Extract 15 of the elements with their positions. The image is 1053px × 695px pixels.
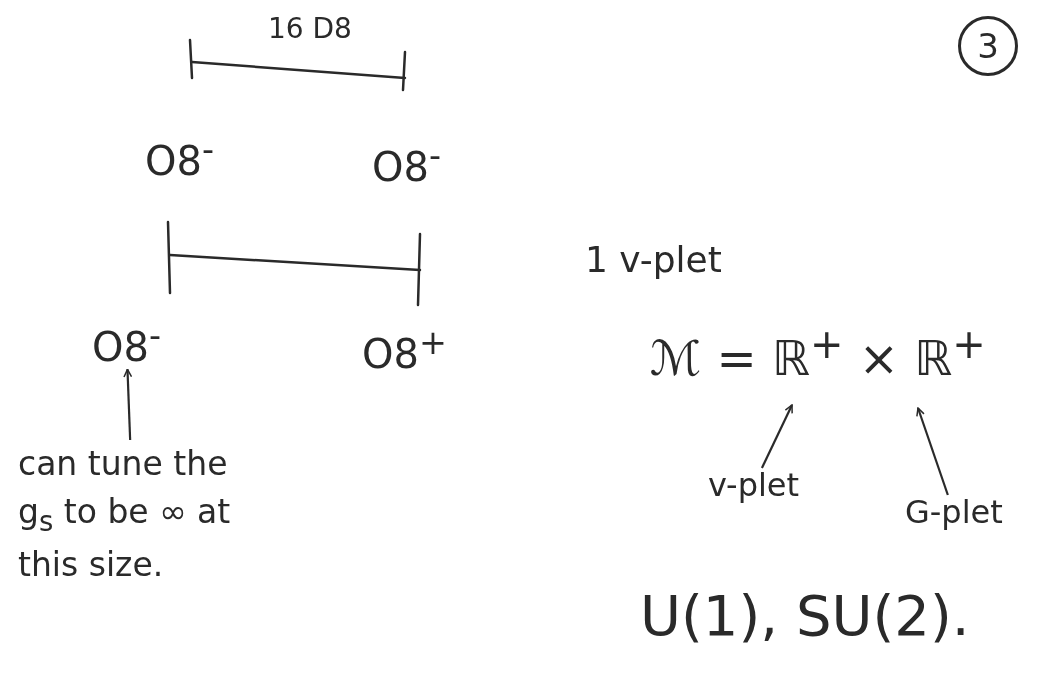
leader-arrow — [760, 404, 793, 469]
page-number: 3 — [958, 16, 1018, 76]
plane-label: O8$^{+}$ — [362, 325, 447, 377]
group-text: U(1), SU(2). — [640, 585, 970, 647]
plane-label: O8$^{-}$ — [372, 138, 441, 190]
note-text: 1 v-plet — [585, 240, 722, 280]
equation-text: ℳ = ℝ$^{+}$ × ℝ$^{+}$ — [650, 322, 986, 385]
annotation-note: can tune the g$_{s}$ to be ∞ at this size. — [18, 440, 248, 590]
annotation-note: v-plet — [708, 468, 800, 504]
annotation-note: G-plet — [905, 495, 1003, 531]
interval-label: 16 D8 — [268, 14, 352, 45]
plane-label: O8$^{-}$ — [145, 132, 214, 184]
plane-label: O8$^{-}$ — [92, 318, 161, 370]
leader-arrow — [916, 407, 949, 496]
leader-arrow — [123, 368, 133, 441]
